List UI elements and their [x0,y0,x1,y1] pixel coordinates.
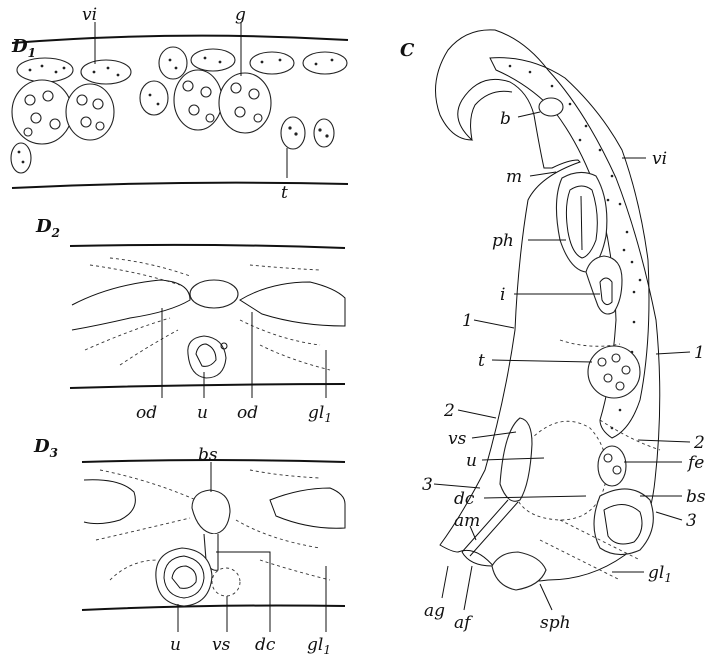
c-am-pointer [469,525,477,541]
d3-upper-wall [81,459,346,463]
label-d2-u: u [197,403,208,423]
c-uterus-outline [513,420,608,521]
d2-upper-wall [69,243,346,249]
label-c-am: am [454,511,480,531]
c-sphincter [491,551,547,591]
label-c-sph: sph [540,613,571,633]
c-af-pointer [463,565,473,611]
c-gut-pouch [585,255,623,315]
label-d1-vi: vi [82,5,97,25]
label-c-2-left: 2 [443,401,455,421]
d2-center-cell [189,279,239,309]
c-bursa [593,488,654,556]
d1-upper-wall [11,34,349,44]
c-testis [587,345,641,399]
c-gland-dashes [539,339,661,581]
label-d3-dc: dc [255,635,276,655]
panel-c-title: C [400,40,415,61]
label-d3-gl: gl1 [307,635,331,655]
d3-left-mass [83,479,136,525]
label-c-u: u [466,451,477,471]
d3-bursa [191,489,231,535]
label-d2-od-right: od [237,403,258,423]
label-c-1-left: 1 [462,311,473,331]
c-b-pointer [517,111,541,118]
c-vs-pointer [471,431,517,439]
label-d2-gl: gl1 [308,403,332,425]
label-c-t: t [478,351,485,371]
c-u-pointer [481,457,545,461]
c-t-pointer [491,359,593,363]
d2-lower-wall [69,383,346,389]
c-1-right-pointer [655,351,691,355]
panel-c: C [400,29,706,633]
d1-cells [10,46,348,174]
label-c-ag: ag [424,601,445,621]
label-c-dc: dc [454,489,475,509]
label-d1-t: t [281,183,288,203]
label-c-ph: ph [492,231,514,251]
c-2-right-pointer [637,439,691,443]
panel-d2-title: D2 [35,216,60,240]
c-3-left-pointer [433,483,481,489]
c-seminal-vesicle [499,417,533,502]
label-d2-od-left: od [136,403,157,423]
panel-d3: D3 bs u vs dc gl1 [33,436,346,655]
c-intestine [489,57,650,439]
d3-dashes [95,469,331,581]
label-c-3-right: 3 [686,511,697,531]
d3-dc-pointer [216,551,271,632]
d2-uterus [187,335,227,379]
c-duct [461,499,519,557]
label-c-2-right: 2 [693,433,705,453]
label-c-3-left: 3 [422,475,433,495]
label-c-i: i [500,285,505,305]
d2-left-mass [71,279,191,331]
c-dc-pointer [483,495,587,499]
d1-lower-wall [11,181,349,189]
label-d1-g: g [235,5,246,25]
label-c-gl: gl1 [648,563,672,585]
c-2-left-pointer [457,409,497,419]
d2-dashes [84,257,331,371]
label-c-b: b [500,109,511,129]
d2-right-mass [239,281,346,327]
d3-right-mass [269,487,346,529]
label-c-fe: fe [686,453,704,473]
c-ag-pointer [441,565,449,599]
c-3-right-pointer [655,511,683,521]
c-m-pointer [529,171,557,177]
label-d3-bs: bs [198,445,218,465]
panel-d1-title: D1 [11,36,36,60]
panel-d1: D1 [10,5,349,203]
panel-d2: D2 od u od gl1 [35,216,346,425]
c-female-gland [597,445,627,487]
c-inner-hook [470,90,513,141]
c-sph-pointer [539,583,553,611]
d1-cell-dots [17,56,334,164]
label-d3-u: u [170,635,181,655]
label-c-bs: bs [686,487,706,507]
label-c-1-right: 1 [694,343,705,363]
d3-lower-wall [81,604,346,611]
d3-vagina [211,567,241,597]
label-c-vs: vs [448,429,467,449]
label-d3-vs: vs [212,635,231,655]
label-c-af: af [454,613,473,633]
label-c-vi: vi [652,149,667,169]
c-brain [538,97,564,117]
label-c-m: m [506,167,522,187]
panel-d3-title: D3 [33,436,58,460]
c-1-left-pointer [473,319,515,329]
